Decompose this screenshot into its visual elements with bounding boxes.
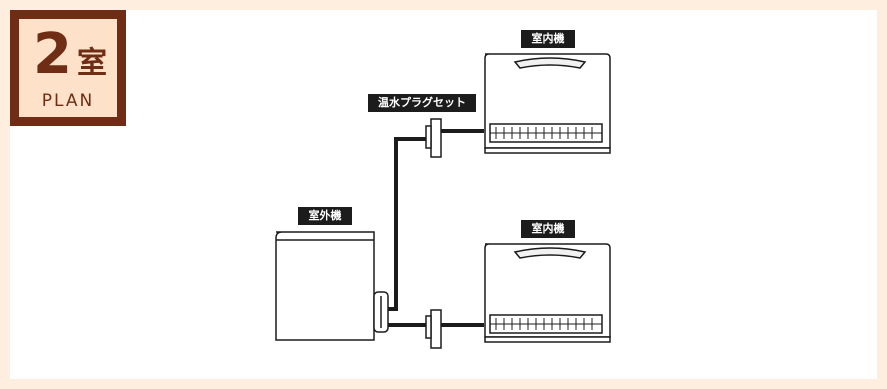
indoor-unit-bottom [484, 243, 611, 343]
plan-badge-number: 2 [33, 22, 72, 87]
plan-badge-label: PLAN [41, 91, 95, 111]
label-indoor-unit-top: 室内機 [521, 30, 575, 48]
indoor-unit-top [484, 53, 611, 154]
indoor-unit-top-grille [490, 127, 602, 139]
outdoor-unit [275, 231, 389, 341]
plan-badge-inner: 2 室 PLAN [19, 19, 117, 117]
label-hot-water-plug-set: 温水プラグセット [368, 94, 476, 112]
plan-badge: 2 室 PLAN [10, 10, 126, 126]
label-outdoor-unit: 室外機 [298, 207, 352, 225]
label-indoor-unit-bottom: 室内機 [521, 220, 575, 238]
diagram-canvas [10, 10, 877, 379]
pipe-outdoor-to-top [376, 137, 433, 311]
hot-water-plug-bottom [425, 309, 442, 349]
plan-badge-room: 室 [77, 46, 107, 81]
hot-water-plug-top [425, 118, 442, 158]
pipes [376, 129, 484, 327]
indoor-unit-bottom-grille [490, 318, 602, 330]
